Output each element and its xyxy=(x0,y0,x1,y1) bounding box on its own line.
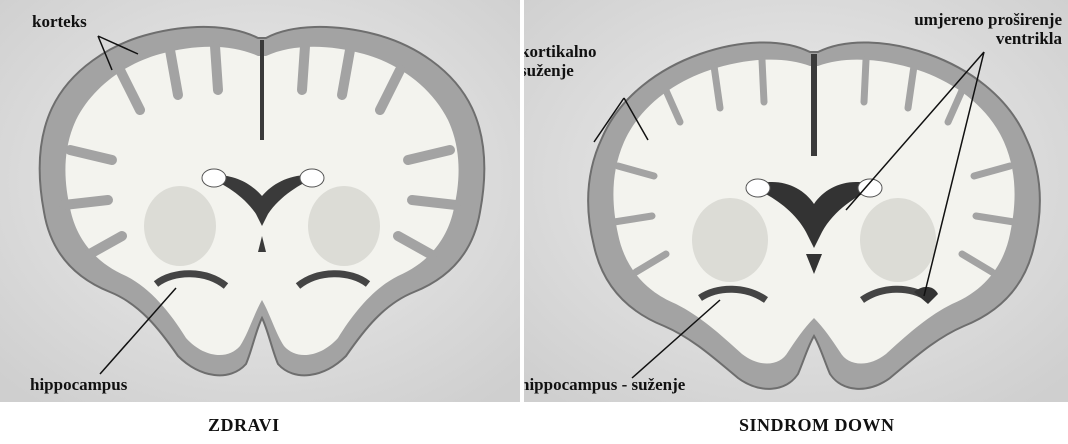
ventricle-label-line-2: ventrikla xyxy=(914,29,1062,48)
caption-healthy: ZDRAVI xyxy=(208,415,280,436)
cortical-narrowing-line-1: kortikalno xyxy=(524,42,597,61)
healthy-brain-illustration xyxy=(0,0,520,402)
caption-down-syndrome: SINDROM DOWN xyxy=(739,415,895,436)
down-syndrome-brain-illustration xyxy=(524,0,1068,402)
cortical-narrowing-label: kortikalno suženje xyxy=(524,42,597,80)
cortex-label: korteks xyxy=(32,12,87,31)
caudate-left xyxy=(746,179,770,197)
basal-ganglia-right xyxy=(860,198,936,282)
basal-ganglia-left xyxy=(144,186,216,266)
ventricle-enlargement-label: umjereno proširenje ventrikla xyxy=(914,10,1062,48)
ventricle-label-line-1: umjereno proširenje xyxy=(914,10,1062,29)
cortical-narrowing-line-2: suženje xyxy=(524,61,597,80)
hippocampus-narrowing-label: hippocampus - suženje xyxy=(524,375,685,394)
basal-ganglia-right xyxy=(308,186,380,266)
basal-ganglia-left xyxy=(692,198,768,282)
healthy-brain-panel: korteks hippocampus xyxy=(0,0,520,402)
down-syndrome-brain-panel: kortikalno suženje umjereno proširenje v… xyxy=(524,0,1068,402)
caudate-right xyxy=(300,169,324,187)
caudate-left xyxy=(202,169,226,187)
hippocampus-label: hippocampus xyxy=(30,375,127,394)
